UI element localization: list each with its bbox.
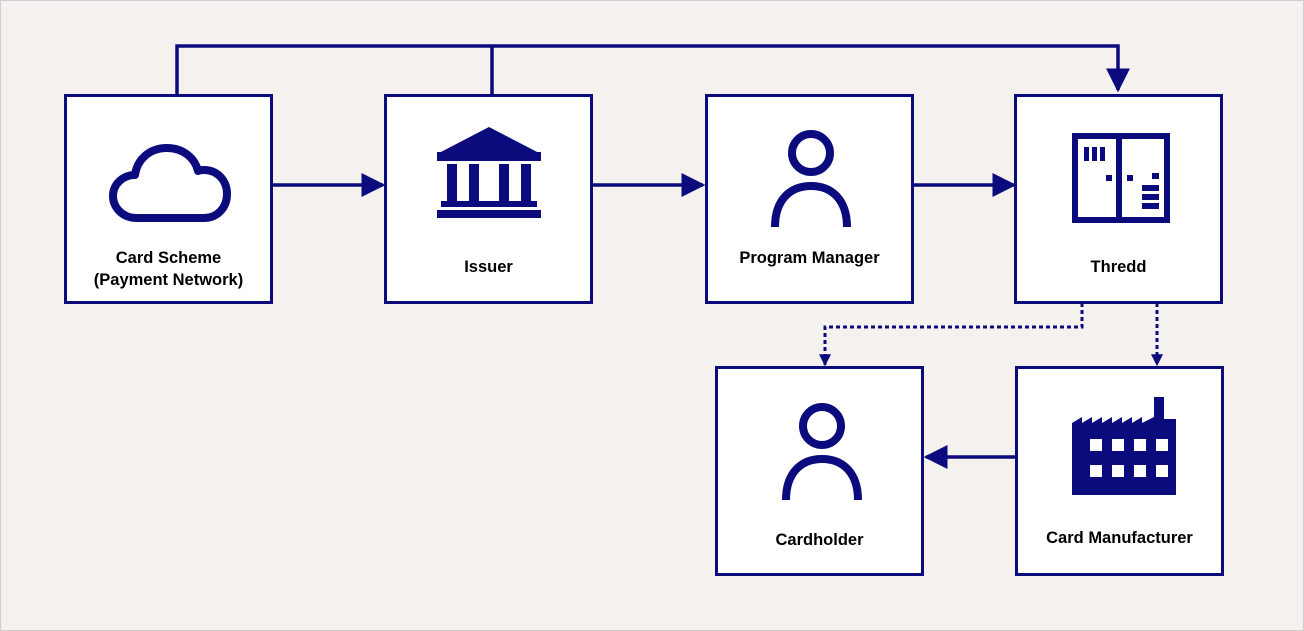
- node-label: Cardholder: [775, 531, 864, 549]
- node-thredd[interactable]: Thredd: [1014, 94, 1223, 304]
- node-card-manufacturer[interactable]: Card Manufacturer: [1015, 366, 1224, 576]
- node-cardholder[interactable]: Cardholder: [715, 366, 924, 576]
- node-issuer[interactable]: Issuer: [384, 94, 593, 304]
- edge-thredd-to-cardholder: [819, 303, 1084, 367]
- node-label: Program Manager: [739, 249, 880, 267]
- node-program-manager[interactable]: Program Manager: [705, 94, 914, 304]
- factory-icon: [1072, 397, 1176, 495]
- node-card-scheme[interactable]: Card Scheme (Payment Network): [64, 94, 273, 304]
- cloud-icon: [109, 144, 231, 222]
- node-label: Card Manufacturer: [1046, 529, 1193, 547]
- node-label: Issuer: [464, 258, 513, 276]
- bank-icon: [437, 127, 541, 218]
- node-label: Thredd: [1090, 258, 1147, 276]
- person-icon: [782, 403, 862, 501]
- edge-card-scheme-to-thredd: [175, 44, 1130, 95]
- person-icon: [771, 130, 851, 228]
- node-label: Card Scheme (Payment Network): [93, 249, 244, 289]
- server-panel-icon: [1072, 133, 1170, 223]
